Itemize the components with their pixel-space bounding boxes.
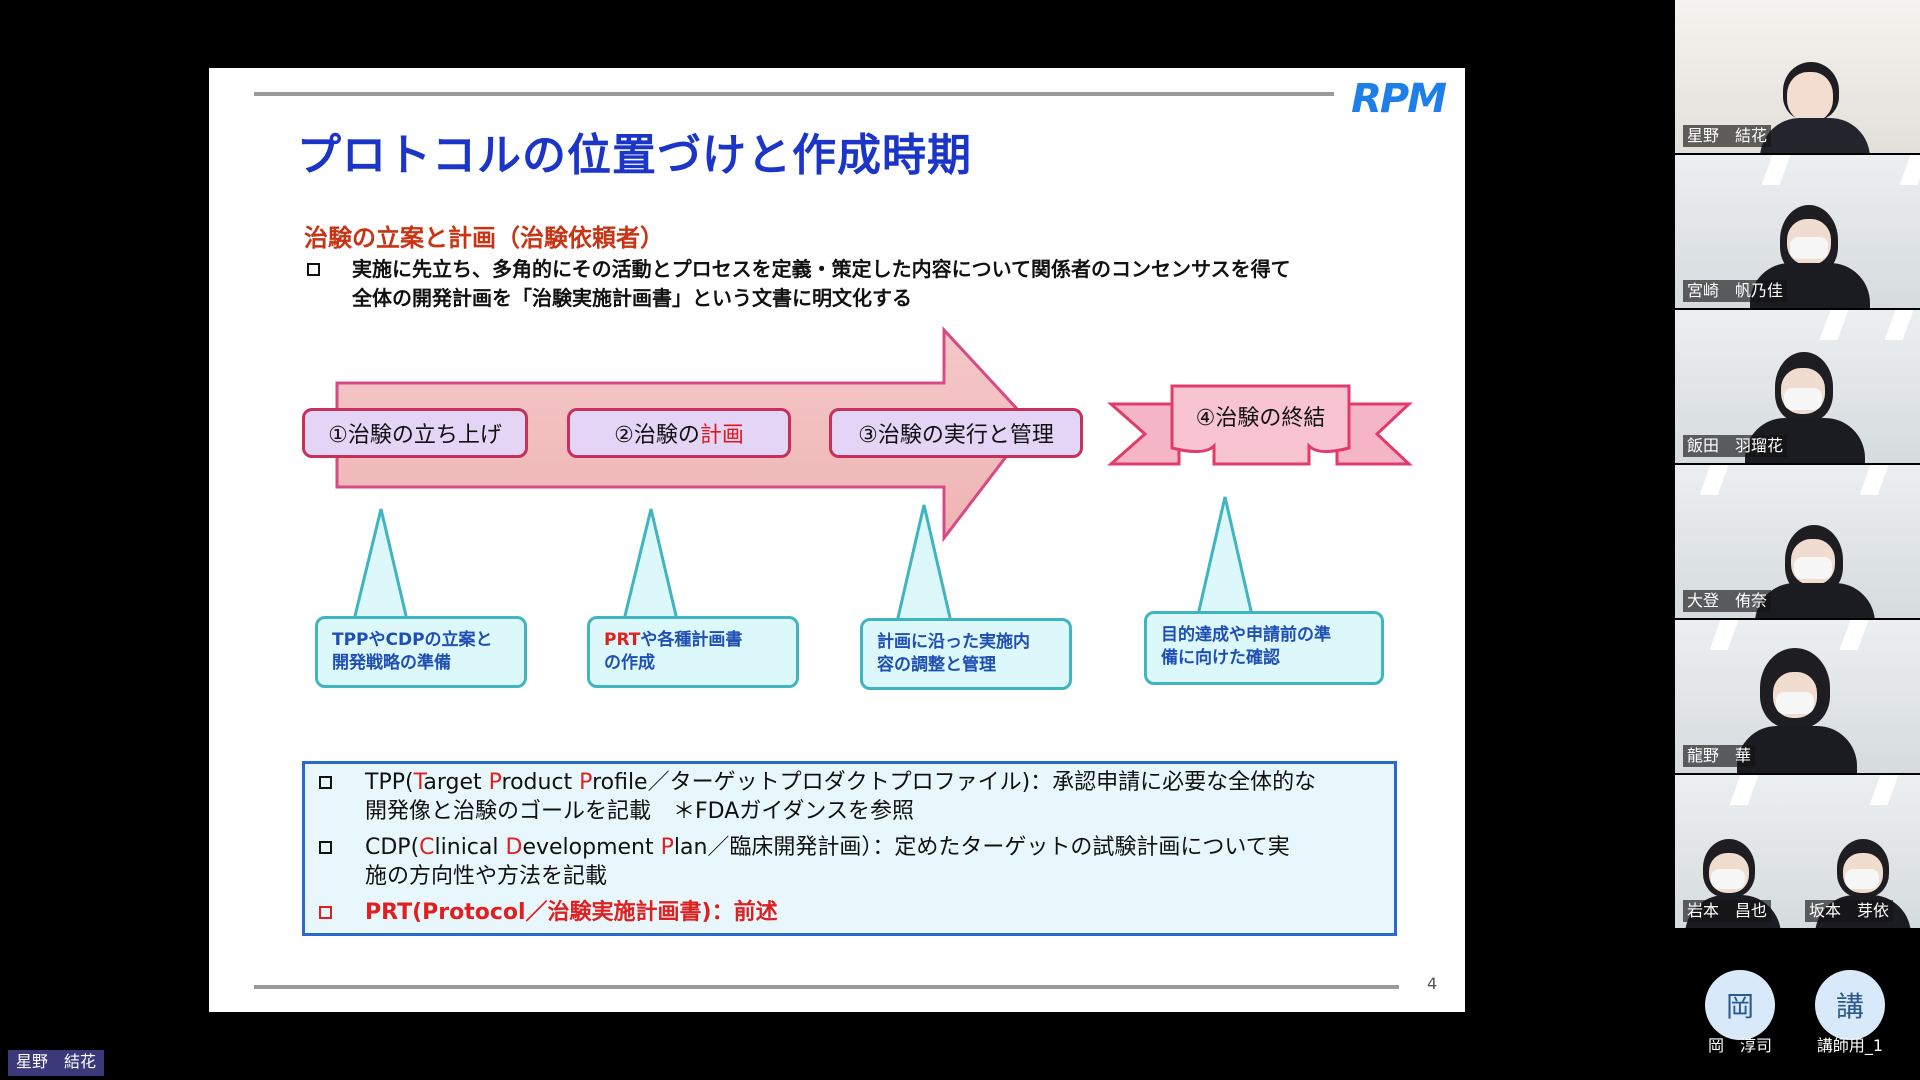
participant-tile[interactable]: 星野 結花 — [1675, 0, 1920, 153]
participant-name: 龍野 華 — [1683, 745, 1756, 767]
callout-execution: 計画に沿った実施内 容の調整と管理 — [860, 618, 1072, 690]
stage-2-planning: ②治験の計画 — [567, 408, 791, 458]
participant-name: 宮崎 帆乃佳 — [1683, 280, 1788, 302]
bullet-square-icon — [319, 906, 332, 919]
participant-tile[interactable]: 龍野 華 — [1675, 620, 1920, 773]
page-number: 4 — [1427, 974, 1438, 993]
bullet-square-icon — [319, 776, 332, 789]
participant-tile[interactable]: 大登 侑奈 — [1675, 465, 1920, 618]
definitions-box: TPP(Target Product Profile／ターゲットプロダクトプロフ… — [302, 761, 1397, 936]
stage-4-closure: ④治験の終結 — [1195, 406, 1326, 431]
participant-avatar[interactable]: 岡 — [1705, 970, 1775, 1040]
self-view-name: 星野 結花 — [8, 1050, 105, 1076]
top-rule — [254, 92, 1334, 96]
ending-ribbon — [1107, 384, 1413, 466]
avatar-label: 岡 淳司 — [1707, 1036, 1772, 1055]
stage-1-startup: ①治験の立ち上げ — [302, 408, 528, 458]
definition-cdp: CDP(Clinical Development Plan／臨床開発計画）：定め… — [319, 833, 1385, 891]
definition-prt: PRT(Protocol／治験実施計画書)：前述 — [319, 898, 1385, 927]
bullet-square-icon — [307, 263, 320, 276]
callout-pointers — [352, 496, 1254, 624]
avatar-label: 講師用_1 — [1816, 1036, 1884, 1055]
rpm-logo: RPM — [1351, 76, 1447, 122]
slide-title: プロトコルの位置づけと作成時期 — [297, 130, 972, 181]
participant-name: 星野 結花 — [1683, 125, 1772, 147]
participant-tile[interactable]: 岩本 昌也 坂本 芽依 — [1675, 775, 1920, 928]
participant-name: 飯田 羽瑠花 — [1683, 435, 1788, 457]
bullet-square-icon — [319, 841, 332, 854]
section-heading: 治験の立案と計画（治験依頼者） — [304, 224, 664, 252]
callout-planning: PRTや各種計画書 の作成 — [587, 616, 799, 688]
participant-name: 坂本 芽依 — [1805, 900, 1894, 922]
participant-tile[interactable]: 飯田 羽瑠花 — [1675, 310, 1920, 463]
shared-slide: RPM プロトコルの位置づけと作成時期 治験の立案と計画（治験依頼者） 実施に先… — [209, 68, 1465, 1012]
bottom-rule — [254, 985, 1399, 989]
stage-3-execution: ③治験の実行と管理 — [829, 408, 1083, 458]
participant-name: 大登 侑奈 — [1683, 590, 1772, 612]
callout-startup: TPPやCDPの立案と 開発戦略の準備 — [315, 616, 527, 688]
callout-closure: 目的達成や申請前の準 備に向けた確認 — [1144, 611, 1384, 685]
definition-tpp: TPP(Target Product Profile／ターゲットプロダクトプロフ… — [319, 768, 1385, 826]
intro-text: 実施に先立ち、多角的にその活動とプロセスを定義・策定した内容について関係者のコン… — [352, 257, 1291, 310]
participant-name: 岩本 昌也 — [1683, 900, 1772, 922]
participant-avatar[interactable]: 講 — [1815, 970, 1885, 1040]
participant-tile[interactable]: 宮崎 帆乃佳 — [1675, 155, 1920, 308]
